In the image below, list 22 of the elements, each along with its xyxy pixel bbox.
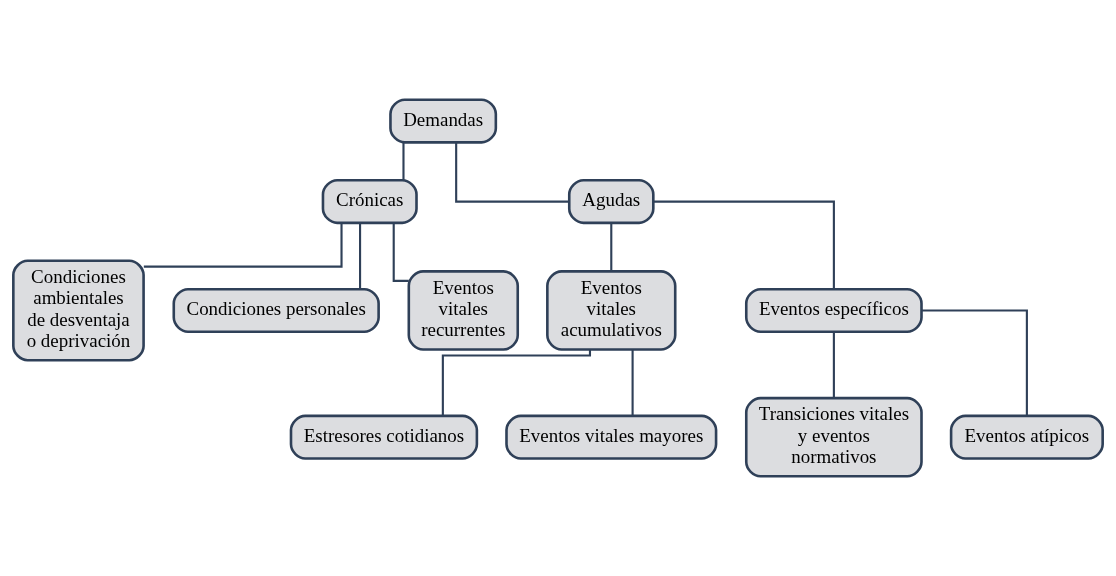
connector — [921, 309, 1028, 416]
connector — [359, 223, 362, 289]
node-box: Condiciones personales — [172, 287, 380, 334]
node-box: Estresores cotidianos — [289, 414, 479, 460]
connector — [143, 222, 343, 268]
connector — [441, 349, 592, 416]
node-box: Eventos vitales acumulativos — [546, 270, 677, 351]
node-box: Crónicas — [321, 178, 418, 225]
node-box: Eventos vitales recurrentes — [407, 270, 520, 351]
connector — [631, 349, 634, 416]
connector — [653, 200, 835, 289]
connector — [402, 142, 405, 180]
node-box: Condiciones ambientales de desventaja o deprivación — [12, 259, 145, 362]
node-box: Transiciones vitales y eventos normativos — [744, 396, 923, 478]
node-box: Eventos específicos — [744, 287, 923, 334]
node-box: Agudas — [567, 178, 655, 225]
connector — [455, 142, 569, 203]
node-box: Eventos atípicos — [949, 414, 1104, 460]
connector — [832, 332, 835, 398]
node-box: Demandas — [389, 98, 498, 144]
node-box: Eventos vitales mayores — [505, 414, 718, 460]
connector — [610, 223, 613, 272]
